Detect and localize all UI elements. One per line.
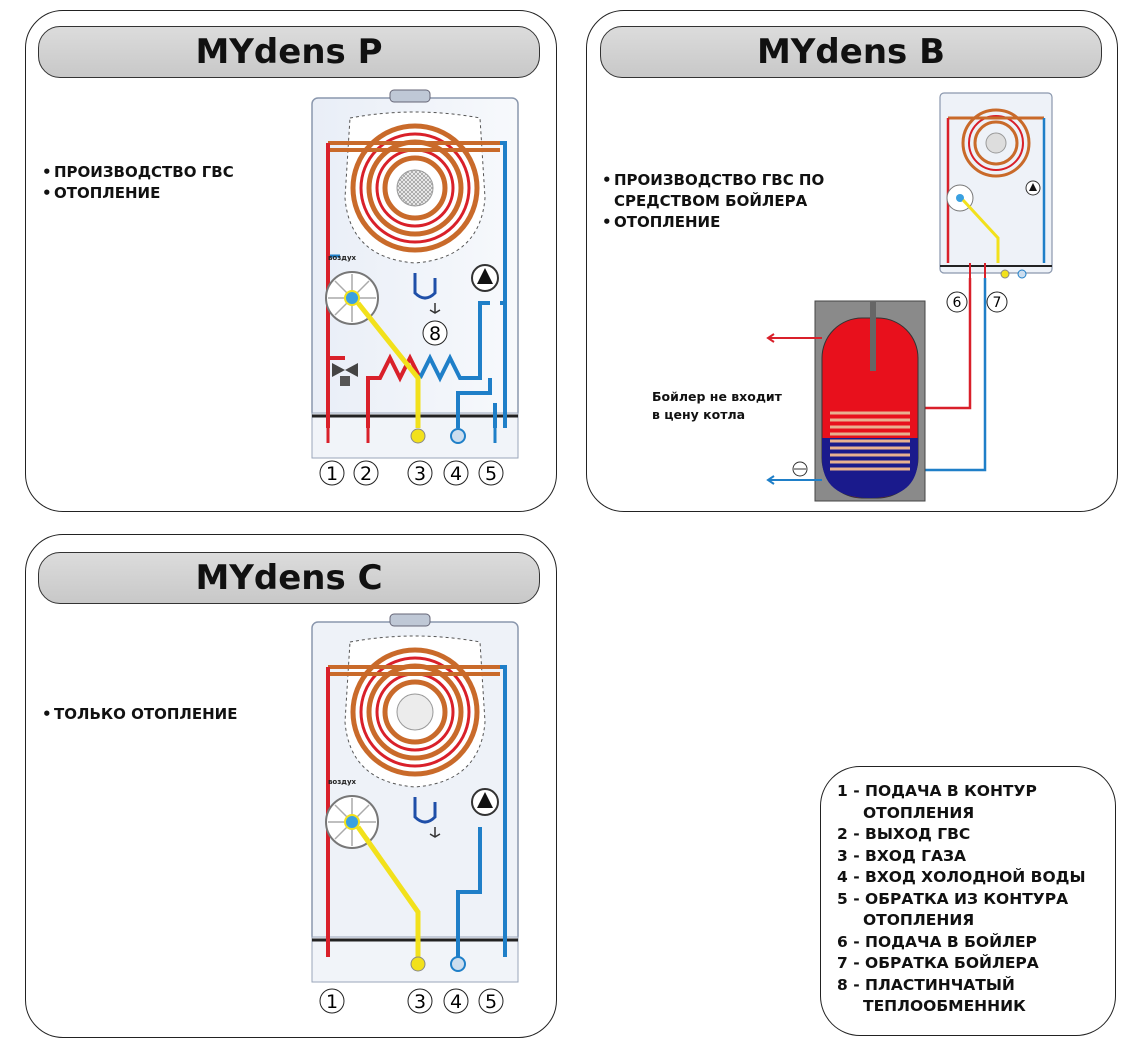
- air-label: воздух: [328, 778, 357, 786]
- connection-number: 5: [485, 463, 497, 485]
- legend-item: 5 - ОБРАТКА ИЗ КОНТУРА: [837, 889, 1069, 908]
- connection-number: 6: [953, 295, 962, 311]
- panel-p-title: MYdens P: [38, 26, 540, 78]
- panel-b-title: MYdens B: [600, 26, 1102, 78]
- connection-number: 1: [326, 991, 338, 1013]
- legend-item: 6 - ПОДАЧА В БОЙЛЕР: [837, 932, 1037, 951]
- exchanger-number: 8: [429, 323, 441, 345]
- pump-icon: [471, 788, 499, 816]
- connection-number: 4: [450, 991, 462, 1013]
- pump-icon: [471, 264, 499, 292]
- legend-item-cont: ОТОПЛЕНИЯ: [863, 803, 975, 822]
- burner-icon: [961, 108, 1031, 178]
- legend-box: 1 - ПОДАЧА В КОНТУР ОТОПЛЕНИЯ 2 - ВЫХОД …: [820, 766, 1116, 1036]
- air-label: воздух: [328, 254, 357, 262]
- legend-item: 2 - ВЫХОД ГВС: [837, 825, 971, 843]
- legend-item: 8 - ПЛАСТИНЧАТЫЙ: [837, 975, 1015, 994]
- feature-text: ОТОПЛЕНИЕ: [54, 184, 161, 202]
- feature-text: СРЕДСТВОМ БОЙЛЕРА: [614, 192, 808, 210]
- feature-text: ОТОПЛЕНИЕ: [614, 213, 721, 231]
- connection-number: 3: [414, 463, 426, 485]
- connection-labels: 6 7: [946, 291, 1008, 313]
- legend-item: 1 - ПОДАЧА В КОНТУР: [837, 782, 1037, 800]
- feature-text: ПРОИЗВОДСТВО ГВС: [54, 163, 234, 181]
- legend-item: 3 - ВХОД ГАЗА: [837, 846, 967, 865]
- pump-icon: [1025, 180, 1041, 196]
- boiler-note-line: Бойлер не входит: [652, 389, 782, 404]
- hot-water-tank: [814, 300, 926, 502]
- boiler-c-diagram: воздух 1 3 4 5: [311, 613, 519, 1014]
- burner-icon: [350, 123, 480, 253]
- boiler-p-diagram: воздух 1 2 3 4 5 8: [311, 89, 519, 486]
- legend-item-cont: ТЕПЛООБМЕННИК: [863, 997, 1026, 1015]
- connection-labels: 1 2 3 4 5 8: [319, 320, 504, 486]
- connection-number: 1: [326, 463, 338, 485]
- connection-number: 4: [450, 463, 462, 485]
- siphon-icon: [413, 273, 437, 300]
- panel-c-features: •ТОЛЬКО ОТОПЛЕНИЕ: [42, 705, 238, 723]
- panel-c-title: MYdens C: [38, 552, 540, 604]
- connection-labels: 1 3 4 5: [319, 988, 504, 1014]
- burner-icon: [350, 647, 480, 777]
- boiler-b-diagram: 6 7: [766, 92, 1053, 502]
- panel-p-features: •ПРОИЗВОДСТВО ГВС •ОТОПЛЕНИЕ: [42, 163, 234, 202]
- legend-item-cont: ОТОПЛЕНИЯ: [863, 911, 975, 929]
- valve-icon: [332, 363, 358, 386]
- siphon-icon: [413, 797, 437, 824]
- legend-item: 7 - ОБРАТКА БОЙЛЕРА: [837, 954, 1039, 972]
- connection-number: 5: [485, 991, 497, 1013]
- boiler-note: Бойлер не входит в цену котла: [652, 388, 782, 424]
- feature-text: ТОЛЬКО ОТОПЛЕНИЕ: [54, 705, 238, 723]
- boiler-note-line: в цену котла: [652, 407, 746, 422]
- boiler-casing: [939, 92, 1053, 274]
- legend-item: 4 - ВХОД ХОЛОДНОЙ ВОДЫ: [837, 868, 1086, 886]
- connection-number: 3: [414, 991, 426, 1013]
- panel-b-features: •ПРОИЗВОДСТВО ГВС ПО СРЕДСТВОМ БОЙЛЕРА •…: [602, 171, 825, 231]
- feature-text: ПРОИЗВОДСТВО ГВС ПО: [614, 171, 825, 189]
- connection-number: 7: [993, 295, 1002, 311]
- connection-number: 2: [360, 463, 372, 485]
